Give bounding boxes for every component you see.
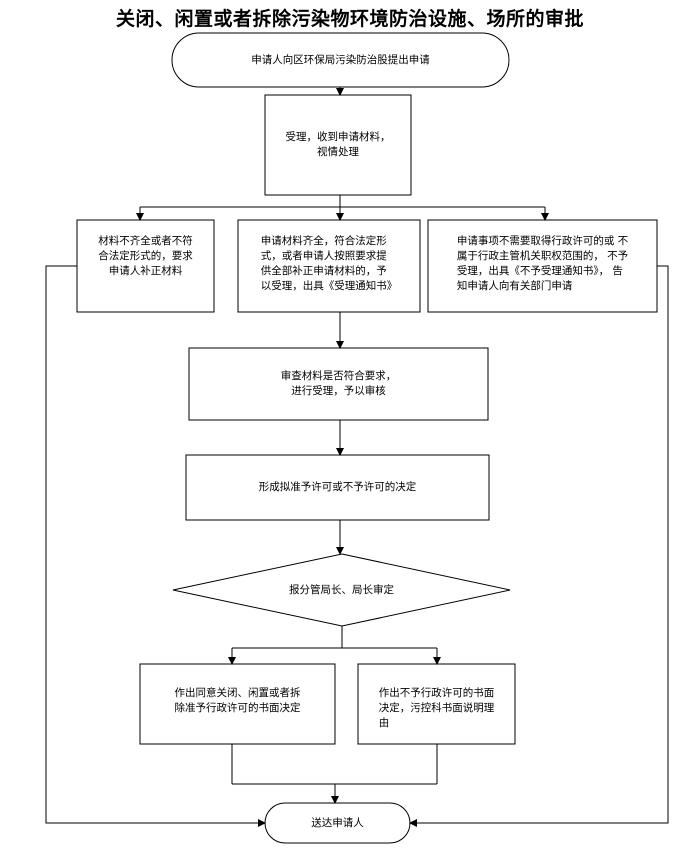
review-shape	[188, 347, 489, 421]
not-required-label: 申请事项不需要取得行政许可的或 不 属于行政主管机关职权范围的， 不予 受理，出…	[456, 235, 629, 292]
incomplete-label: 材料不齐全或者不符 合法定形式的，要求 申请人补正材料	[98, 235, 193, 277]
approve-node: 作出同意关闭、闲置或者拆 除准予行政许可的书面决定	[140, 664, 335, 744]
incomplete-shape	[76, 219, 215, 313]
complete-label: 申请材料齐全，符合法定形 式，或者申请人按照要求提 供全部补正申请材料的，予 以…	[260, 235, 398, 292]
reject-node: 作出不予行政许可的书面 决定，污控科书面说明理 由	[358, 664, 515, 744]
arrow-not-required-feedback	[409, 265, 669, 827]
receive-label: 受理，收到申请材料， 视情处理	[285, 131, 391, 158]
draft-decision-node: 形成拟准予许可或不予许可的决定	[186, 455, 489, 520]
approve-shape	[139, 663, 336, 745]
complete-shape	[237, 219, 421, 313]
leader-approval-node: 报分管局长、局长审定	[173, 554, 510, 626]
start-node: 申请人向区环保局污染防治股提出申请	[172, 33, 509, 87]
draft-decision-label: 形成拟准予许可或不予许可的决定	[258, 481, 417, 493]
incomplete-node: 材料不齐全或者不符 合法定形式的，要求 申请人补正材料	[77, 220, 214, 312]
review-label: 审查材料是否符合要求， 进行受理，予以审核	[280, 370, 397, 397]
deliver-label: 送达申请人	[311, 816, 364, 829]
approve-label: 作出同意关闭、闲置或者拆 除准予行政许可的书面决定	[174, 687, 301, 714]
not-required-node: 申请事项不需要取得行政许可的或 不 属于行政主管机关职权范围的， 不予 受理，出…	[428, 220, 657, 312]
receive-node: 受理，收到申请材料， 视情处理	[265, 95, 411, 195]
reject-shape	[357, 663, 516, 745]
complete-node: 申请材料齐全，符合法定形 式，或者申请人按照要求提 供全部补正申请材料的，予 以…	[238, 220, 420, 312]
diagram-title: 关闭、闲置或者拆除污染物环境防治设施、场所的审批	[115, 8, 584, 30]
draft-decision-shape	[185, 454, 490, 521]
start-label: 申请人向区环保局污染防治股提出申请	[251, 53, 430, 66]
receive-shape	[264, 94, 412, 196]
arrow-incomplete-feedback	[45, 265, 266, 827]
review-node: 审查材料是否符合要求， 进行受理，予以审核	[189, 348, 488, 420]
reject-label: 作出不予行政许可的书面 决定，污控科书面说明理 由	[378, 687, 495, 729]
deliver-node: 送达申请人	[265, 803, 410, 843]
not-required-shape	[427, 219, 658, 313]
leader-approval-label: 报分管局长、局长审定	[289, 583, 394, 596]
